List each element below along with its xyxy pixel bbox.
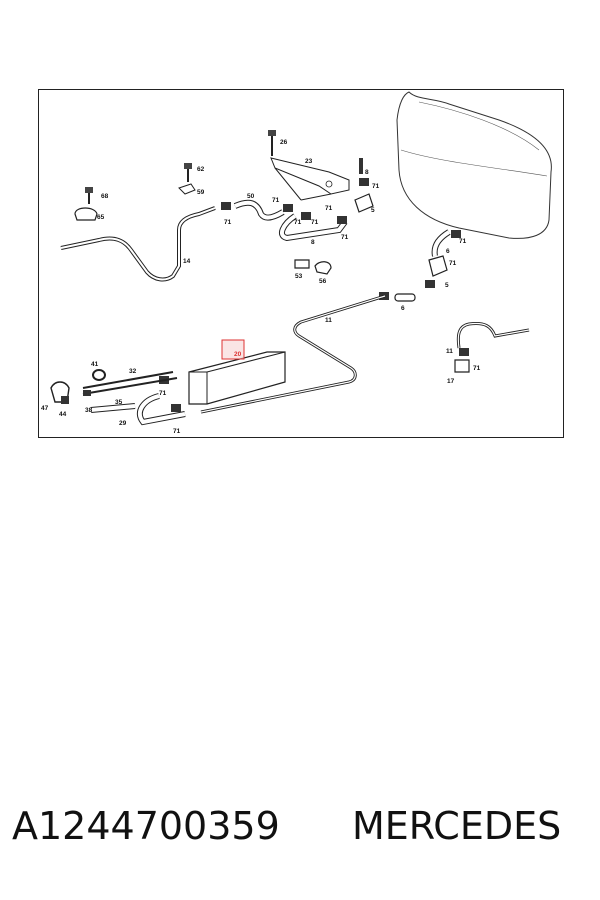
part-56 bbox=[314, 261, 332, 275]
hose-6-right bbox=[394, 293, 416, 302]
bracket-23 bbox=[270, 157, 350, 195]
label-71l: 71 bbox=[173, 428, 181, 435]
label-35: 35 bbox=[115, 399, 123, 406]
fuel-tank-seam bbox=[400, 149, 548, 177]
clip-38 bbox=[83, 390, 91, 396]
clip-44 bbox=[61, 396, 69, 404]
clip-65 bbox=[74, 207, 98, 221]
label-20-highlighted: 20 bbox=[234, 351, 242, 358]
clip-59 bbox=[178, 183, 196, 195]
parts-diagram: 26 23 62 59 68 65 50 71 71 71 71 71 71 7… bbox=[38, 89, 564, 438]
valve-5-right bbox=[428, 255, 448, 277]
label-6b: 6 bbox=[401, 305, 405, 312]
label-32: 32 bbox=[129, 368, 137, 375]
label-71a: 71 bbox=[224, 219, 232, 226]
label-17: 17 bbox=[447, 378, 455, 385]
caption: A1244700359 MERCEDES bbox=[10, 804, 590, 864]
label-62: 62 bbox=[197, 166, 205, 173]
label-71e: 71 bbox=[325, 205, 333, 212]
label-23: 23 bbox=[305, 158, 313, 165]
brand-name: MERCEDES bbox=[352, 804, 562, 848]
valve-5-upper bbox=[354, 193, 374, 213]
pipe-11-right bbox=[456, 322, 530, 349]
label-14: 14 bbox=[183, 258, 191, 265]
fuel-vent-diagram-svg: 26 23 62 59 68 65 50 71 71 71 71 71 71 7… bbox=[41, 91, 552, 435]
label-38: 38 bbox=[85, 407, 93, 414]
bolt-26 bbox=[268, 130, 276, 136]
label-53: 53 bbox=[295, 273, 303, 280]
label-29: 29 bbox=[119, 420, 127, 427]
label-11a: 11 bbox=[325, 317, 332, 324]
label-26: 26 bbox=[280, 139, 288, 146]
label-41: 41 bbox=[91, 361, 99, 368]
bolt-62 bbox=[184, 163, 192, 169]
part-number: A1244700359 bbox=[12, 804, 280, 848]
label-71j: 71 bbox=[473, 365, 481, 372]
label-50: 50 bbox=[247, 193, 255, 200]
fuel-tank-seam-2 bbox=[418, 101, 540, 151]
label-71d: 71 bbox=[311, 219, 319, 226]
grommet-41 bbox=[92, 369, 106, 381]
label-71i: 71 bbox=[449, 260, 457, 267]
label-71c: 71 bbox=[294, 219, 302, 226]
label-71g: 71 bbox=[341, 234, 349, 241]
part-labels: 26 23 62 59 68 65 50 71 71 71 71 71 71 7… bbox=[41, 139, 481, 435]
label-59: 59 bbox=[197, 189, 205, 196]
valve-17 bbox=[454, 359, 470, 373]
part-53 bbox=[294, 259, 310, 269]
label-5b: 5 bbox=[445, 282, 449, 289]
pipe-32 bbox=[82, 371, 178, 395]
highlight-box-20 bbox=[221, 339, 245, 360]
label-68: 68 bbox=[101, 193, 109, 200]
label-44: 44 bbox=[59, 411, 67, 418]
fuel-tank bbox=[396, 91, 552, 239]
label-65: 65 bbox=[97, 214, 105, 221]
label-56: 56 bbox=[319, 278, 327, 285]
label-71k: 71 bbox=[159, 390, 167, 397]
label-8b: 8 bbox=[311, 239, 315, 246]
canister-20 bbox=[188, 351, 286, 405]
label-71b: 71 bbox=[272, 197, 280, 204]
label-6a: 6 bbox=[446, 248, 450, 255]
label-8a: 8 bbox=[365, 169, 369, 176]
label-5a: 5 bbox=[371, 207, 375, 214]
bolt-68 bbox=[85, 187, 93, 193]
label-11b: 11 bbox=[446, 348, 453, 355]
label-47: 47 bbox=[41, 405, 49, 412]
label-71h: 71 bbox=[459, 238, 467, 245]
label-71f: 71 bbox=[372, 183, 380, 190]
